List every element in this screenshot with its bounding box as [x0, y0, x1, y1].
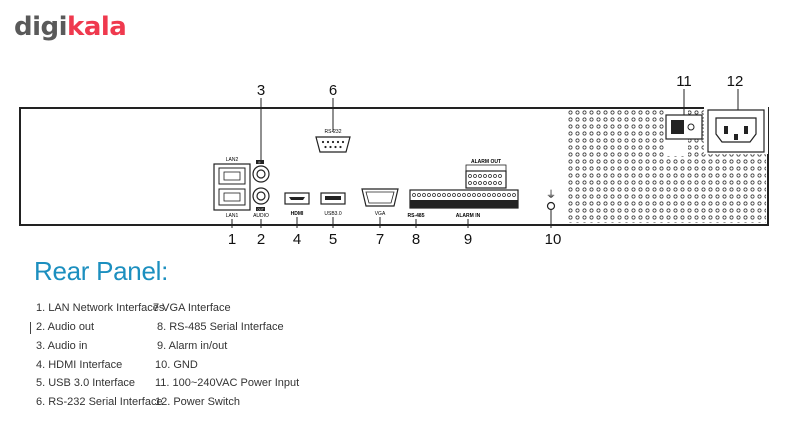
rs232-port [315, 136, 351, 153]
text-cursor-bar [30, 322, 31, 334]
rs485-label: RS-485 [408, 213, 425, 219]
audio-out-tag [256, 207, 265, 211]
callout-number-7: 7 [376, 231, 384, 248]
legend-item: 10. GND [155, 359, 198, 371]
rear-panel-diagram: LAN2 LAN1 IN OUT AUDIO HDMI USB3.0 RS-23… [19, 73, 769, 248]
rs232-pins [321, 140, 345, 149]
section-title: Rear Panel: [34, 256, 168, 286]
legend-item: 9. Alarm in/out [157, 340, 228, 352]
vga-label: VGA [375, 211, 386, 217]
alarm-in-label: ALARM IN [456, 213, 481, 219]
legend-item: 5. USB 3.0 Interface [36, 377, 136, 389]
lan2-label: LAN2 [226, 157, 239, 163]
power-switch-rocker [671, 120, 684, 134]
brand-logo-part2: kala [67, 12, 127, 42]
alarm-out-terminal [465, 170, 507, 189]
alarm-out-label: ALARM OUT [471, 159, 501, 165]
callout-number-3: 3 [257, 82, 265, 99]
legend-item: 1. LAN Network Interfaces [36, 302, 165, 314]
legend-item: 3. Audio in [36, 340, 88, 352]
legend-item: 4. HDMI Interface [36, 359, 123, 371]
legend-item: 7 VGA Interface [153, 302, 231, 314]
callout-number-12: 12 [727, 73, 744, 90]
legend-item: 12. Power Switch [155, 396, 240, 408]
usb-label: USB3.0 [324, 211, 341, 217]
callout-number-11: 11 [676, 73, 692, 90]
power-switch-off-mark [687, 123, 695, 131]
audio-in-label: IN [259, 160, 262, 164]
callout-number-2: 2 [257, 231, 265, 248]
legend-item: 11. 100~240VAC Power Input [155, 377, 300, 389]
callout-number-10: 10 [545, 231, 562, 248]
callout-number-5: 5 [329, 231, 337, 248]
callout-number-8: 8 [412, 231, 420, 248]
callout-number-1: 1 [228, 231, 236, 248]
audio-out-label: OUT [257, 207, 264, 211]
callout-number-4: 4 [293, 231, 301, 248]
legend-item: 6. RS-232 Serial Interface [36, 396, 163, 408]
hdmi-label: HDMI [291, 211, 304, 217]
callout-leader-lines [231, 89, 739, 228]
audio-label: AUDIO [253, 213, 269, 219]
callout-number-9: 9 [464, 231, 472, 248]
audio-in-tag [256, 160, 264, 164]
legend-item: 2. Audio out [36, 321, 95, 333]
brand-logo-part1: digi [14, 12, 68, 42]
callout-number-6: 6 [329, 82, 337, 99]
lan1-label: LAN1 [226, 213, 239, 219]
legend-item: 8. RS-485 Serial Interface [157, 321, 284, 333]
power-inlet-socket [715, 117, 757, 143]
gnd-symbol: ⏚ [546, 189, 556, 201]
gnd-terminal [546, 201, 556, 211]
brand-logo: digikala [14, 12, 127, 42]
